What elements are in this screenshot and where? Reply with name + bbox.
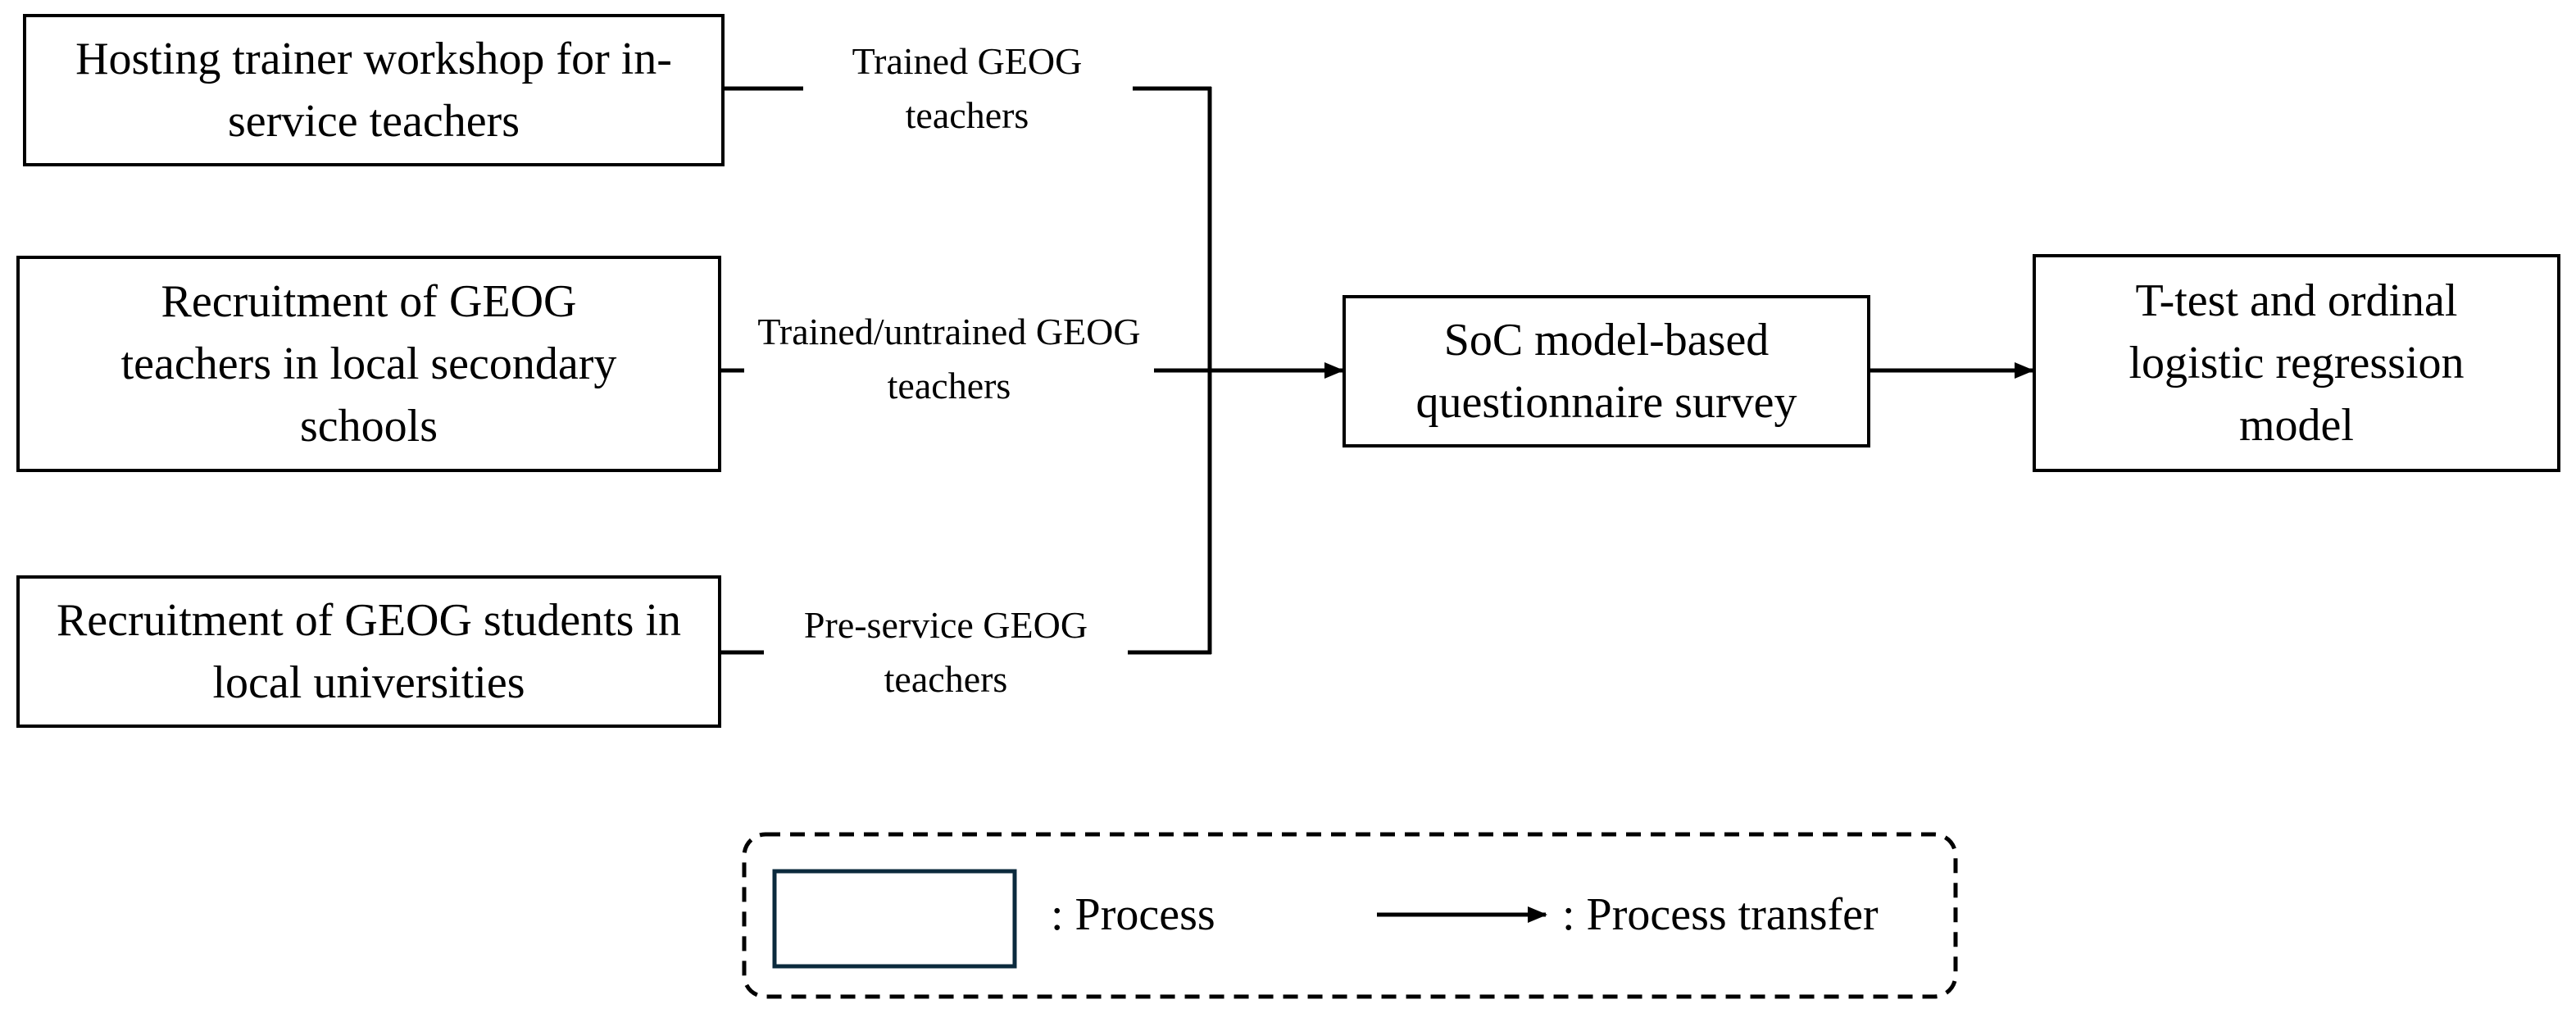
edge-label-trained: Trained GEOG teachers [803, 34, 1131, 143]
legend-transfer-label: : Process transfer [1562, 889, 1879, 940]
box-survey-text: SoC model-based questionnaire survey [1415, 315, 1797, 428]
box-recruit-students-text: Recruitment of GEOG students in local un… [56, 595, 682, 708]
edge-label-pre-service: Pre-service GEOG teachers [766, 598, 1126, 706]
box-recruit-students: Recruitment of GEOG students in local un… [16, 575, 721, 728]
legend-process-label: : Process [1051, 889, 1215, 940]
box-recruit-teachers: Recruitment of GEOG teachers in local se… [16, 256, 721, 472]
box-analysis: T-test and ordinal logistic regression m… [2033, 254, 2560, 472]
box-recruit-teachers-text: Recruitment of GEOG teachers in local se… [120, 276, 617, 452]
box-hosting-workshop: Hosting trainer workshop for in-service … [23, 14, 725, 166]
legend-frame [742, 832, 1958, 999]
edge-label-trained-untrained: Trained/untrained GEOG teachers [744, 305, 1154, 413]
box-survey: SoC model-based questionnaire survey [1343, 295, 1870, 447]
box-analysis-text: T-test and ordinal logistic regression m… [2128, 275, 2465, 451]
legend-process-box [772, 869, 1017, 969]
box-hosting-workshop-text: Hosting trainer workshop for in-service … [75, 34, 672, 147]
